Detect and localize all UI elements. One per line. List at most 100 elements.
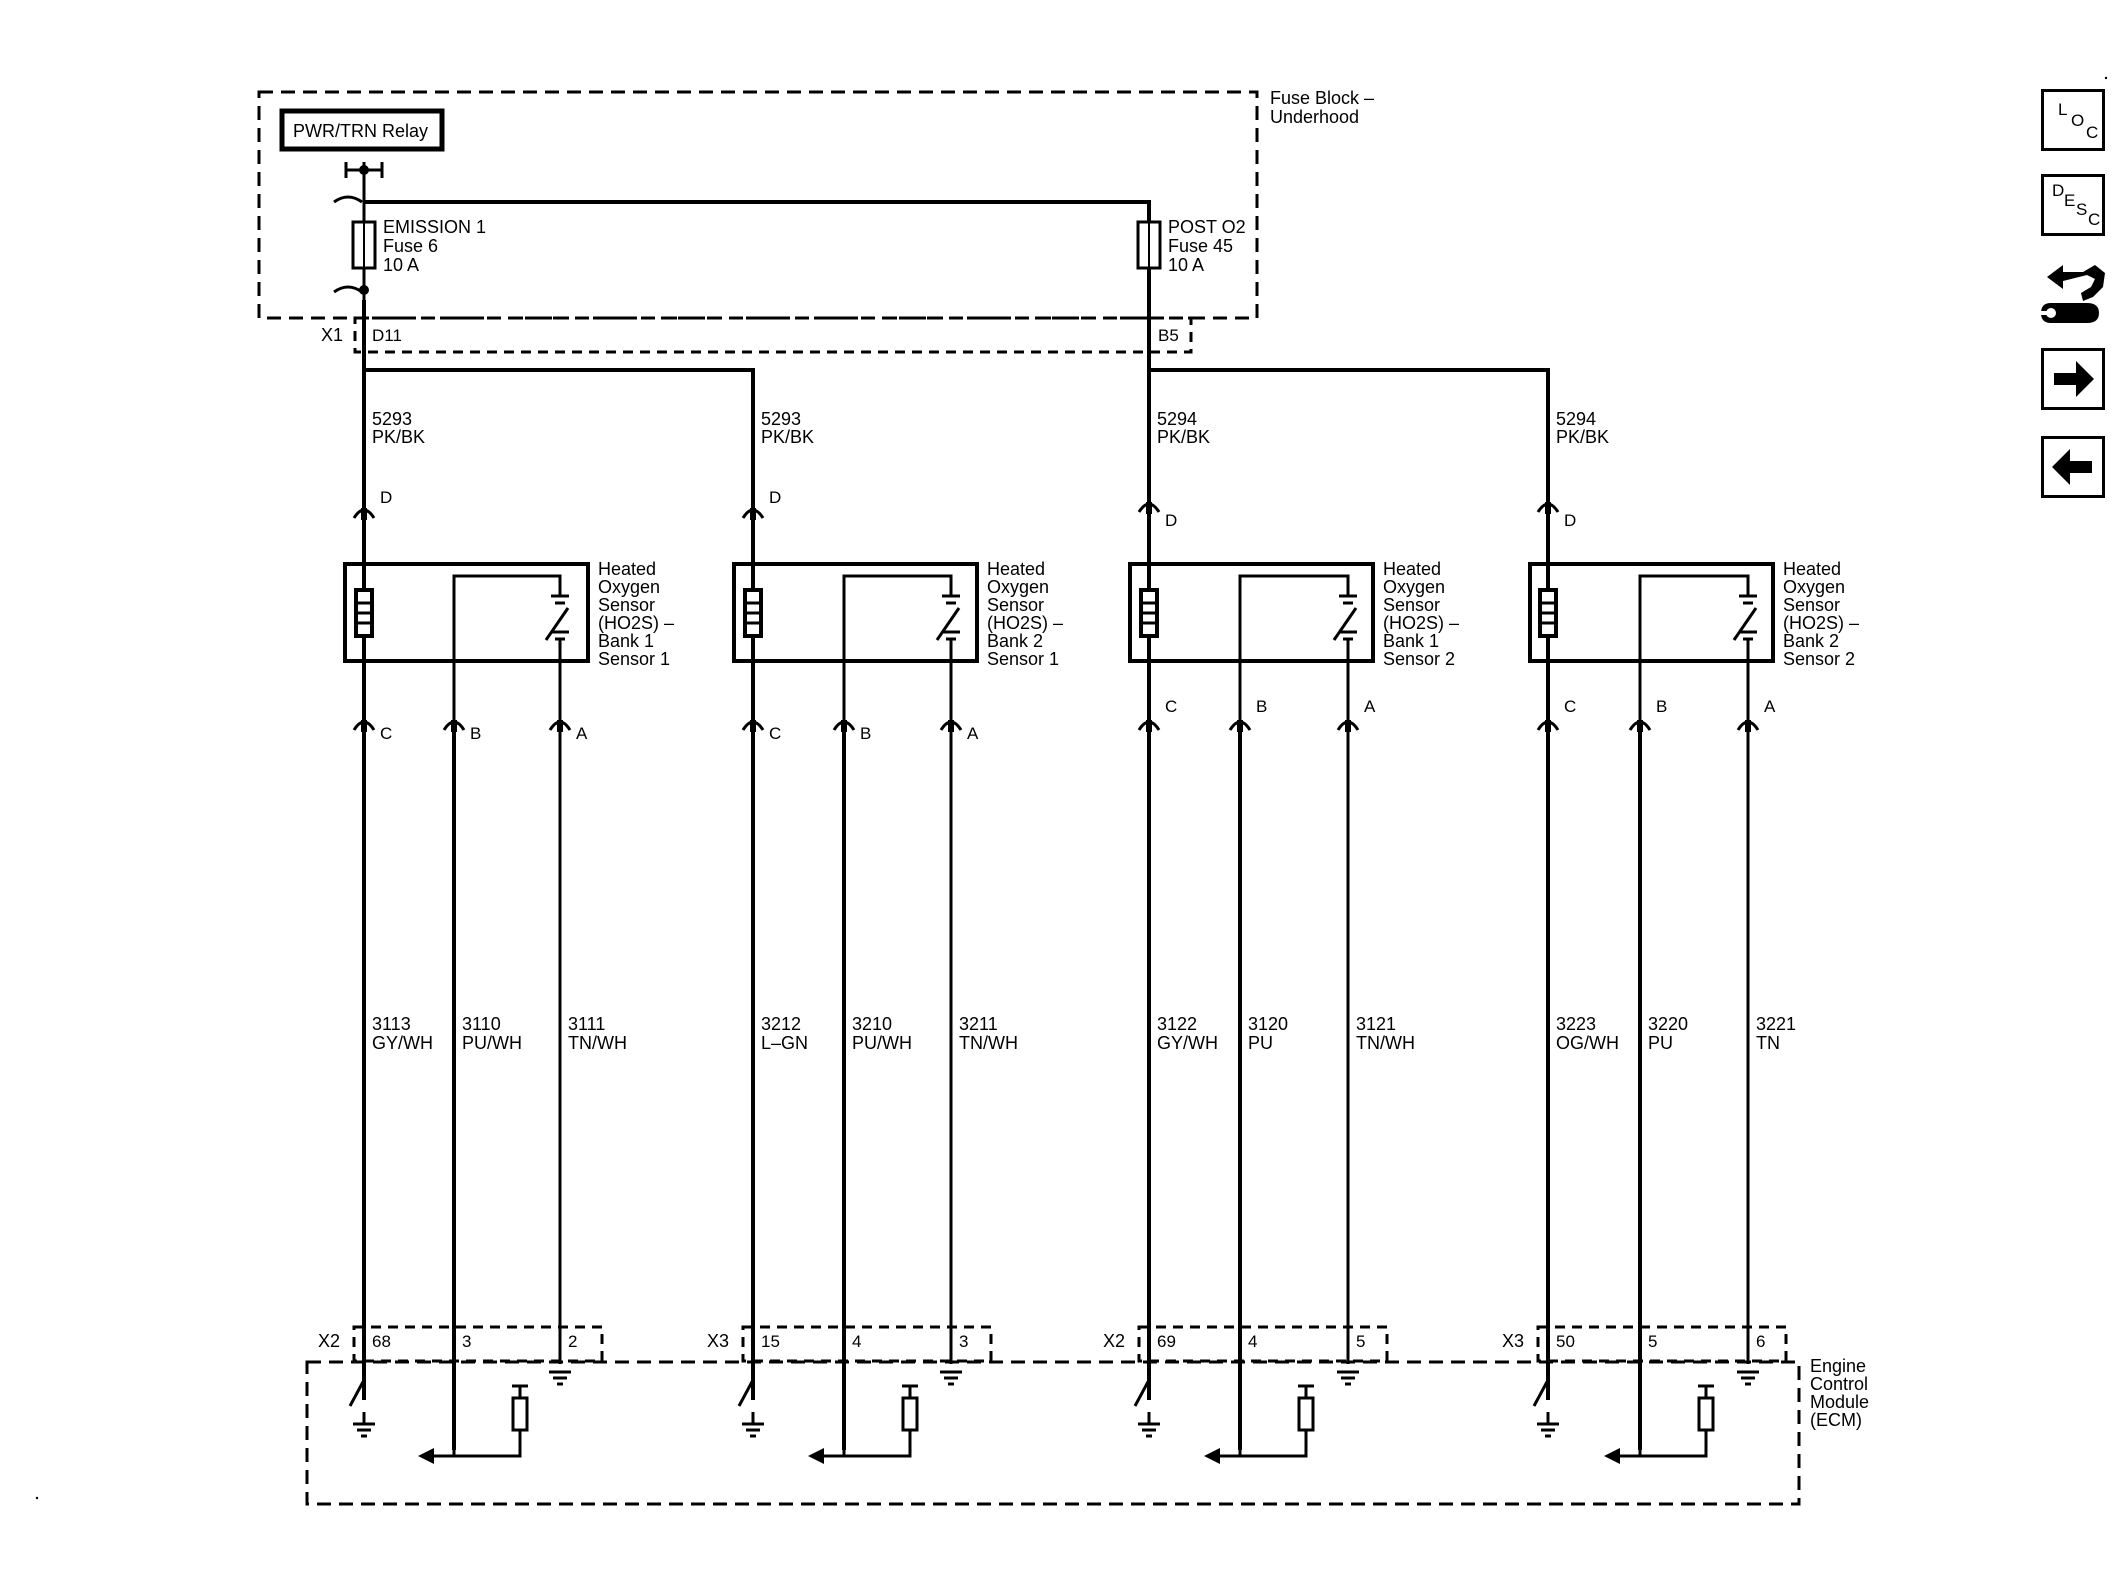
wire-b-number: 3210 xyxy=(852,1014,892,1034)
sensor-title-line: Bank 2 xyxy=(987,631,1043,651)
connector-pin-a-pin xyxy=(557,720,563,732)
ecm-pin-label: 2 xyxy=(568,1332,577,1351)
ground-icon xyxy=(549,1370,571,1386)
wire-b-number: 3220 xyxy=(1648,1014,1688,1034)
wire-a-number: 3111 xyxy=(568,1014,605,1034)
signal-input-line xyxy=(842,1430,912,1458)
ecm-connector-label: X3 xyxy=(1502,1331,1524,1351)
x1-connector xyxy=(353,316,1193,354)
fuse-6-rating: 10 A xyxy=(383,255,419,275)
ecm-pin-label: 69 xyxy=(1157,1332,1176,1351)
corner-dot xyxy=(2104,76,2108,80)
wire-a-color: TN/WH xyxy=(959,1033,1018,1053)
sensor-title-line: (HO2S) – xyxy=(598,613,674,633)
sensor-housing xyxy=(732,562,979,663)
connector-pin-c-pin xyxy=(1545,720,1551,732)
x1-label: X1 xyxy=(321,325,343,345)
ecm-pin-label: 50 xyxy=(1556,1332,1575,1351)
sensor-title-line: Heated xyxy=(598,559,656,579)
fuse-block-outline xyxy=(257,90,1259,320)
wire-b-color: PU/WH xyxy=(852,1033,912,1053)
sensor-title-line: Heated xyxy=(987,559,1045,579)
sensor-title-line: Oxygen xyxy=(1383,577,1445,597)
arrow-left-icon xyxy=(2052,449,2092,485)
ecm-connector xyxy=(741,1325,993,1363)
sensor-housing xyxy=(343,562,590,663)
relay-terminal xyxy=(333,162,384,222)
supply-wire-color: PK/BK xyxy=(1157,427,1210,447)
connector-pin-b-pin xyxy=(841,720,847,732)
signal-input-line xyxy=(1238,1430,1308,1458)
ecm-pin-label: 15 xyxy=(761,1332,780,1351)
wire-c-number: 3223 xyxy=(1556,1014,1596,1034)
pin-a-label: A xyxy=(967,724,979,743)
sensor-title-line: Sensor 1 xyxy=(987,649,1059,669)
pin-b-label: B xyxy=(1656,697,1667,716)
ecm-connector xyxy=(1137,1325,1389,1363)
supply-wire-color: PK/BK xyxy=(761,427,814,447)
connector-pin-c-pin xyxy=(750,720,756,732)
connector-pin-b-pin xyxy=(451,720,457,732)
ecm-outline xyxy=(305,1360,1801,1506)
ground-icon xyxy=(940,1370,962,1386)
next-button[interactable] xyxy=(2041,348,2105,410)
supply-wire-number: 5294 xyxy=(1157,409,1197,429)
fuse-block-label-2: Underhood xyxy=(1270,107,1359,127)
previous-button[interactable] xyxy=(2041,436,2105,498)
wire-a-number: 3121 xyxy=(1356,1014,1396,1034)
signal-arrow-head xyxy=(1604,1448,1620,1464)
cell-slash xyxy=(1732,607,1758,641)
loc-letter-c: C xyxy=(2086,123,2099,142)
connector-pin-d-pin xyxy=(750,508,756,520)
connector-pin-a-pin xyxy=(948,720,954,732)
ecm-pin-label: 4 xyxy=(852,1332,861,1351)
ground-icon xyxy=(353,1422,375,1438)
wire-c-color: OG/WH xyxy=(1556,1033,1619,1053)
corner-dot xyxy=(35,1496,39,1500)
pin-a-label: A xyxy=(576,724,588,743)
heater-switch xyxy=(1133,1379,1151,1407)
pwr-trn-relay: PWR/TRN Relay xyxy=(279,108,445,152)
sensor-title-line: Sensor xyxy=(598,595,655,615)
pin-c-label: C xyxy=(1165,697,1177,716)
splice-dot xyxy=(359,165,369,175)
wire-c-number: 3212 xyxy=(761,1014,801,1034)
pin-a-label: A xyxy=(1764,697,1776,716)
wire-a-color: TN/WH xyxy=(1356,1033,1415,1053)
sensor-title-line: Bank 1 xyxy=(598,631,654,651)
connector-pin-b-pin xyxy=(1637,720,1643,732)
wrench-hand-icon[interactable] xyxy=(2037,257,2109,332)
description-button[interactable]: D E S C xyxy=(2041,174,2105,236)
location-button[interactable]: L O C xyxy=(2041,89,2105,151)
wire-c-number: 3113 xyxy=(372,1014,411,1034)
connector-pin-b-pin xyxy=(1237,720,1243,732)
cell-slash xyxy=(1332,607,1358,641)
loc-letter-o: O xyxy=(2071,111,2085,130)
signal-loop xyxy=(1638,574,1750,720)
wire-c-number: 3122 xyxy=(1157,1014,1197,1034)
signal-input-line xyxy=(1638,1430,1708,1458)
wire-a-color: TN/WH xyxy=(568,1033,627,1053)
fuse-45-number: Fuse 45 xyxy=(1168,236,1233,256)
ground-icon xyxy=(1337,1370,1359,1386)
ecm-pin-label: 6 xyxy=(1756,1332,1765,1351)
wire-b-number: 3110 xyxy=(462,1014,501,1034)
pin-c-label: C xyxy=(1564,697,1576,716)
connector-pin-a-pin xyxy=(1745,720,1751,732)
pin-d-label: D xyxy=(1165,511,1177,530)
supply-wire-color: PK/BK xyxy=(372,427,425,447)
fuse-6 xyxy=(351,220,377,270)
sensor-title-line: Sensor 2 xyxy=(1783,649,1855,669)
ground-icon xyxy=(1737,1370,1759,1386)
relay-label: PWR/TRN Relay xyxy=(293,121,428,141)
heater-switch xyxy=(1532,1379,1550,1407)
wire-a-number: 3211 xyxy=(959,1014,998,1034)
sensor-title-line: Oxygen xyxy=(987,577,1049,597)
signal-input-line xyxy=(452,1430,522,1458)
sensor-title-line: Bank 2 xyxy=(1783,631,1839,651)
signal-arrow-head xyxy=(808,1448,824,1464)
